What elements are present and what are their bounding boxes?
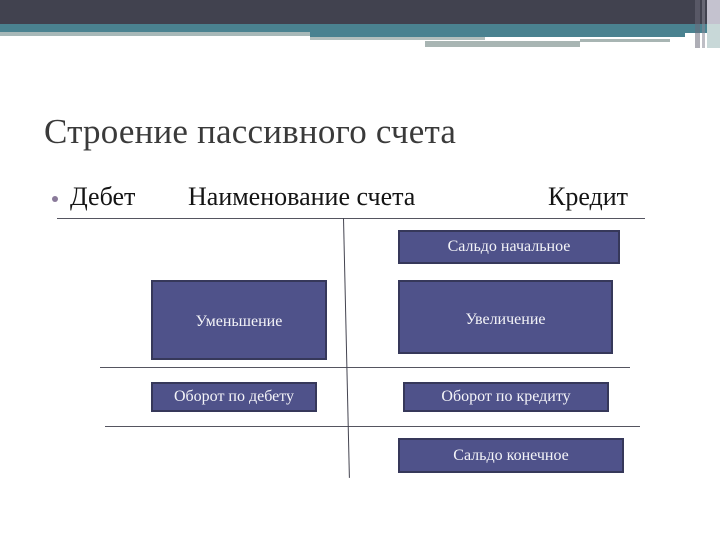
decrease-box: Уменьшение [151,280,327,360]
decrease-label: Уменьшение [195,313,283,330]
closing-separator-line [105,426,640,427]
edge-decoration [695,0,700,48]
increase-label: Увеличение [465,311,546,328]
debit-turnover-box: Оборот по дебету [151,382,317,412]
edge-decoration [707,24,720,48]
opening-balance-label: Сальдо начальное [447,238,571,255]
credit-turnover-box: Оборот по кредиту [403,382,609,412]
increase-box: Увеличение [398,280,613,354]
debit-turnover-label: Оборот по дебету [173,388,295,405]
t-account-top-line [57,218,645,219]
t-account-vertical-line [343,217,350,478]
teal-band [0,24,720,33]
closing-balance-label: Сальдо конечное [453,446,569,464]
edge-decoration [702,0,705,48]
accent-stripe [310,33,685,37]
accent-stripe [580,39,670,42]
slide-title: Строение пассивного счета [44,112,457,151]
debit-header: Дебет [70,182,136,211]
opening-balance-box: Сальдо начальное [398,230,620,264]
top-bar [0,0,720,24]
credit-turnover-label: Оборот по кредиту [441,388,571,405]
credit-header: Кредит [548,182,629,211]
turnover-separator-line [100,367,630,368]
accent-stripe [310,37,485,40]
bullet-icon [52,196,58,202]
accent-stripe [425,41,580,47]
account-name-header: Наименование счета [188,182,416,211]
accent-stripe [0,32,310,36]
closing-balance-box: Сальдо конечное [398,438,624,473]
